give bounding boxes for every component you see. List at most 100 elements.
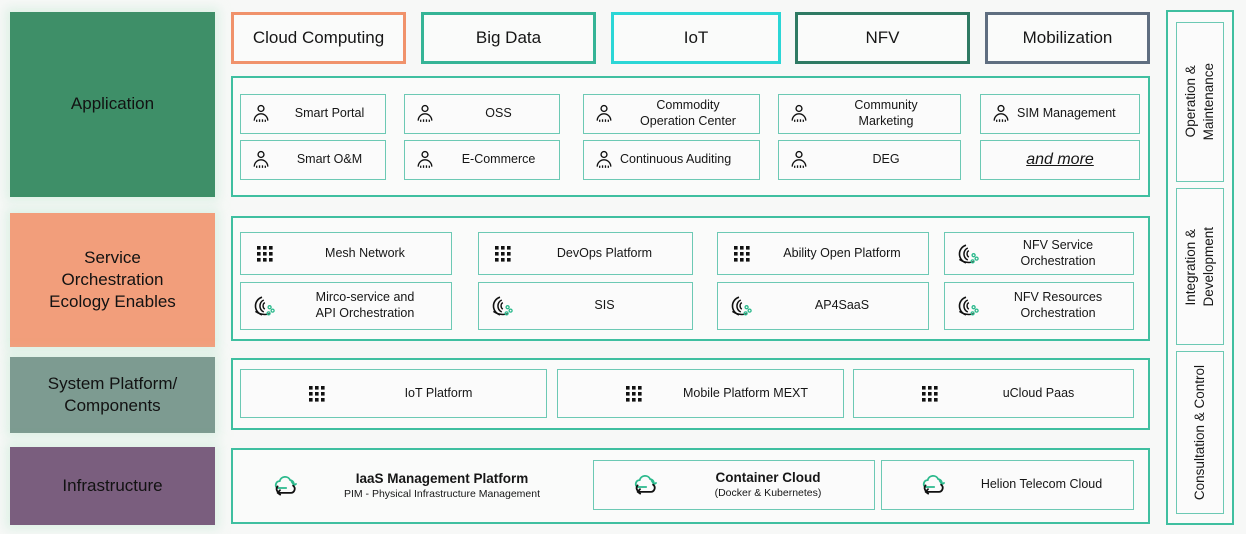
cloud-cycle-icon: [628, 472, 662, 498]
badge-big-data[interactable]: Big Data: [421, 12, 596, 64]
grid-dots-icon: [487, 244, 517, 263]
cloud-cycle-icon: [916, 472, 950, 498]
grid-dots-icon: [301, 384, 331, 403]
person-icon: [248, 149, 274, 171]
item-label: AP4SaaS: [814, 298, 870, 313]
sidebar-item-1[interactable]: Integration & Development: [1176, 188, 1224, 345]
item-label: Smart O&M: [296, 152, 363, 167]
grid-dots-icon: [726, 244, 756, 263]
item-label: E-Commerce: [461, 152, 536, 167]
orchestration-icon: [953, 294, 983, 318]
system-item[interactable]: uCloud Paas: [853, 369, 1134, 418]
item-label: NFV Resources Orchestration: [1013, 290, 1103, 320]
badge-cloud-computing[interactable]: Cloud Computing: [231, 12, 406, 64]
person-icon: [412, 103, 438, 125]
application-item[interactable]: Continuous Auditing: [583, 140, 760, 180]
badge-iot[interactable]: IoT: [611, 12, 781, 64]
layer-label-line: Service: [84, 247, 141, 267]
item-title: Container Cloud: [715, 470, 821, 485]
orchestration-icon: [487, 294, 517, 318]
item-title: IaaS Management Platform: [355, 471, 529, 486]
infrastructure-item[interactable]: Helion Telecom Cloud: [881, 460, 1134, 510]
layer-label-application: Application: [10, 12, 215, 197]
item-label: NFV Service Orchestration: [1020, 237, 1096, 268]
service-item[interactable]: NFV Resources Orchestration: [944, 282, 1134, 330]
grid-dots-icon: [249, 244, 279, 263]
item-label: Smart Portal: [294, 106, 365, 121]
service-item[interactable]: NFV Service Orchestration: [944, 232, 1134, 275]
layer-label-text: System Platform/Components: [48, 373, 177, 417]
application-item[interactable]: OSS: [404, 94, 560, 134]
sidebar-item-0[interactable]: Operation & Maintenance: [1176, 22, 1224, 182]
application-item[interactable]: Commodity Operation Center: [583, 94, 760, 134]
item-label: SIS: [594, 298, 615, 313]
item-label: Ability Open Platform: [783, 245, 901, 260]
application-item[interactable]: and more: [980, 140, 1140, 180]
person-icon: [248, 103, 274, 125]
badge-label: Mobilization: [1022, 28, 1113, 47]
item-label: Helion Telecom Cloud: [950, 477, 1133, 493]
layer-label-line: Components: [64, 396, 161, 415]
item-label: Continuous Auditing: [620, 152, 732, 167]
service-item[interactable]: SIS: [478, 282, 693, 330]
item-label: and more: [1026, 151, 1094, 168]
person-icon: [591, 103, 617, 125]
application-item[interactable]: Community Marketing: [778, 94, 961, 134]
person-icon: [412, 149, 438, 171]
person-icon: [786, 149, 812, 171]
item-subtitle: PIM - Physical Infrastructure Management: [343, 487, 541, 500]
layer-label-text: Application: [71, 93, 154, 115]
grid-dots-icon: [914, 384, 944, 403]
service-item[interactable]: Ability Open Platform: [717, 232, 929, 275]
item-label: uCloud Paas: [1002, 385, 1075, 400]
layer-label-line: Orchestration: [61, 269, 164, 289]
item-subtitle: (Docker & Kubernetes): [714, 486, 822, 499]
person-icon: [786, 103, 812, 125]
item-label: DevOps Platform: [556, 245, 653, 260]
person-icon: [591, 149, 617, 171]
application-item[interactable]: SIM Management: [980, 94, 1140, 134]
layer-label-system: System Platform/Components: [10, 357, 215, 433]
sidebar-item-label: Operation & Maintenance: [1182, 63, 1216, 141]
badge-label: Big Data: [475, 28, 542, 47]
sidebar-item-2[interactable]: Consultation & Control: [1176, 351, 1224, 514]
layer-label-text: Infrastructure: [62, 475, 162, 497]
application-item[interactable]: E-Commerce: [404, 140, 560, 180]
item-title: Helion Telecom Cloud: [980, 477, 1103, 492]
service-item[interactable]: Mesh Network: [240, 232, 452, 275]
item-label: DEG: [872, 152, 900, 167]
service-item[interactable]: DevOps Platform: [478, 232, 693, 275]
badge-label: Cloud Computing: [252, 28, 385, 47]
badge-label: IoT: [683, 28, 709, 47]
layer-label-line: Application: [70, 94, 155, 114]
layer-label-line: Infrastructure: [62, 475, 163, 495]
sidebar-item-label: Integration & Development: [1182, 226, 1216, 307]
badge-nfv[interactable]: NFV: [795, 12, 970, 64]
orchestration-icon: [953, 242, 983, 266]
orchestration-icon: [726, 294, 756, 318]
application-item[interactable]: Smart O&M: [240, 140, 386, 180]
system-item[interactable]: IoT Platform: [240, 369, 547, 418]
badge-label: NFV: [865, 28, 900, 47]
infrastructure-item[interactable]: Container Cloud(Docker & Kubernetes): [593, 460, 875, 510]
system-item[interactable]: Mobile Platform MEXT: [557, 369, 844, 418]
orchestration-icon: [249, 294, 279, 318]
item-label: Container Cloud(Docker & Kubernetes): [662, 470, 874, 500]
service-item[interactable]: Mirco-service and API Orchestration: [240, 282, 452, 330]
layer-label-line: Ecology Enables: [49, 292, 176, 312]
service-item[interactable]: AP4SaaS: [717, 282, 929, 330]
badge-mobilization[interactable]: Mobilization: [985, 12, 1150, 64]
grid-dots-icon: [618, 384, 648, 403]
application-item[interactable]: DEG: [778, 140, 961, 180]
application-item[interactable]: Smart Portal: [240, 94, 386, 134]
item-label: Mesh Network: [325, 245, 405, 260]
item-label: Mobile Platform MEXT: [682, 385, 809, 400]
item-label: SIM Management: [1017, 106, 1116, 121]
item-label: Commodity Operation Center: [640, 98, 736, 128]
layer-label-infrastructure: Infrastructure: [10, 447, 215, 525]
item-label: IoT Platform: [404, 385, 473, 400]
